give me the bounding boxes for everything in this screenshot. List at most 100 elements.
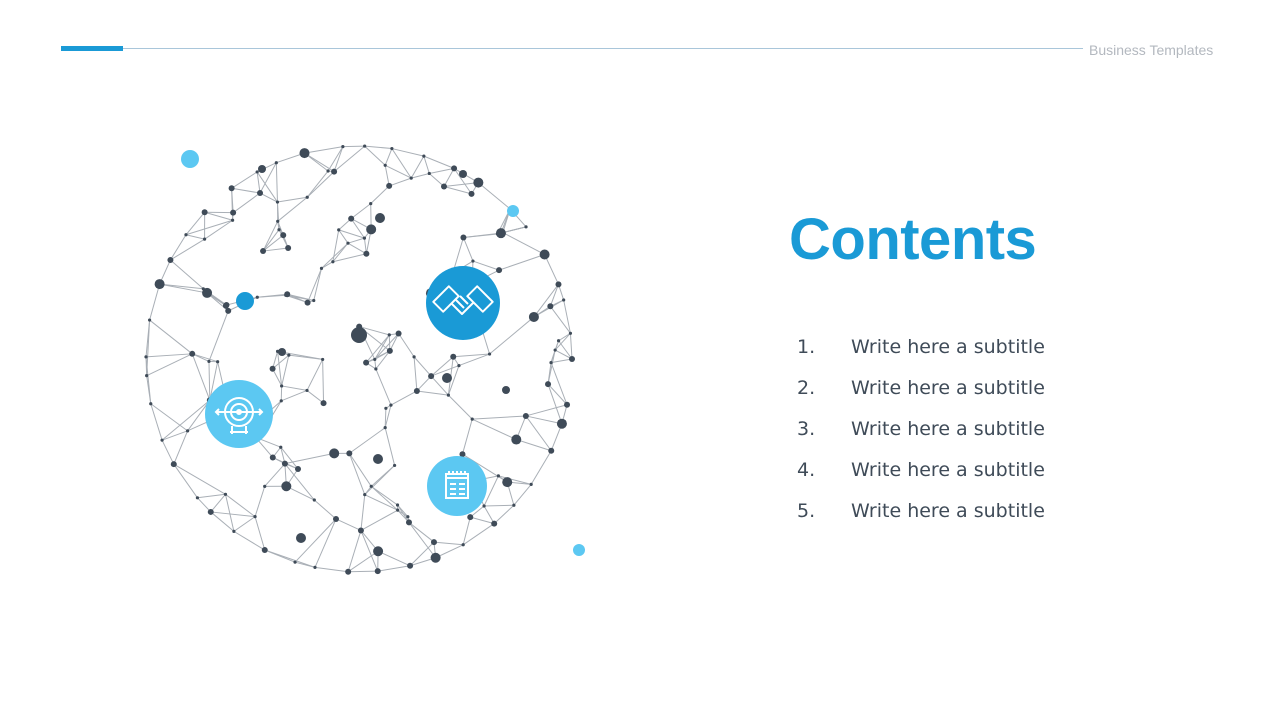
mesh-line	[410, 155, 425, 179]
list-item-number: 3.	[797, 417, 816, 440]
mesh-line	[209, 361, 219, 401]
header-accent-bar	[61, 46, 123, 51]
mesh-line	[288, 354, 323, 360]
mesh-node	[528, 311, 539, 322]
mesh-node	[406, 515, 410, 519]
mesh-node	[495, 232, 500, 236]
mesh-node	[409, 176, 413, 180]
mesh-line	[472, 415, 526, 420]
mesh-line	[398, 333, 415, 358]
list-item-text: Write here a subtitle	[851, 499, 1045, 522]
mesh-node	[496, 474, 500, 478]
mesh-node	[373, 357, 377, 362]
mesh-node	[285, 245, 292, 252]
mesh-node	[357, 527, 364, 534]
mesh-line	[287, 293, 308, 304]
mesh-line	[493, 504, 515, 524]
mesh-node	[428, 373, 435, 380]
mesh-line	[502, 232, 545, 255]
mesh-line	[370, 185, 390, 204]
mesh-line	[277, 196, 308, 222]
mesh-line	[347, 530, 362, 572]
mesh-line	[360, 509, 398, 531]
list-item: 5.Write here a subtitle	[797, 490, 1045, 531]
mesh-line	[191, 353, 211, 401]
mesh-line	[256, 171, 261, 194]
mesh-node	[457, 363, 461, 368]
mesh-line	[313, 499, 337, 520]
mesh-line	[435, 544, 464, 559]
mesh-hub-node	[459, 170, 467, 178]
mesh-line	[348, 453, 366, 495]
mesh-node	[333, 515, 340, 522]
mesh-node	[312, 298, 316, 303]
mesh-line	[384, 427, 396, 466]
mesh-line	[231, 187, 261, 194]
mesh-hub-node	[296, 533, 306, 543]
mesh-line	[530, 450, 552, 485]
mesh-line	[333, 145, 365, 172]
mesh-node	[276, 219, 280, 223]
mesh-line	[430, 375, 449, 396]
mesh-line	[370, 485, 399, 511]
mesh-node	[366, 224, 377, 235]
mesh-node	[274, 161, 278, 165]
mesh-line	[462, 453, 508, 483]
mesh-line	[284, 463, 315, 501]
mesh-node	[145, 374, 149, 378]
mesh-node	[305, 388, 309, 393]
list-item-number: 2.	[797, 376, 816, 399]
mesh-node	[362, 236, 367, 240]
mesh-node	[556, 418, 567, 429]
mesh-node	[257, 190, 264, 197]
mesh-line	[272, 351, 279, 369]
mesh-node	[184, 233, 188, 237]
mesh-node	[562, 298, 566, 302]
mesh-line	[462, 237, 474, 262]
page-title: Contents	[789, 207, 1037, 272]
mesh-line	[413, 356, 432, 377]
mesh-node	[228, 185, 235, 192]
mesh-node	[502, 477, 513, 488]
mesh-node	[281, 481, 292, 492]
mesh-node	[160, 438, 164, 442]
mesh-line	[262, 234, 284, 252]
mesh-line	[416, 390, 449, 396]
mesh-line	[281, 355, 290, 387]
mesh-line	[389, 333, 400, 352]
mesh-line	[377, 550, 411, 567]
mesh-node	[501, 230, 505, 235]
mesh-line	[173, 463, 226, 495]
mesh-node	[281, 460, 288, 467]
mesh-node	[154, 279, 165, 290]
mesh-node	[568, 331, 573, 335]
mesh-node	[461, 543, 465, 547]
mesh-line	[348, 453, 372, 487]
mesh-node	[555, 281, 562, 288]
mesh-line	[225, 493, 256, 518]
mesh-line	[170, 259, 204, 290]
mesh-line	[314, 518, 337, 568]
mesh-line	[408, 522, 435, 543]
mesh-hub-node	[373, 454, 383, 464]
mesh-line	[458, 353, 490, 367]
mesh-node	[496, 267, 503, 274]
mesh-line	[272, 368, 283, 387]
mesh-node	[284, 291, 291, 298]
mesh-line	[347, 237, 365, 244]
mesh-node	[524, 225, 528, 229]
mesh-line	[533, 284, 559, 318]
mesh-line	[149, 319, 193, 355]
mesh-line	[192, 353, 218, 363]
mesh-line	[262, 221, 279, 252]
mesh-node	[269, 365, 276, 372]
mesh-node	[386, 347, 393, 354]
mesh-line	[409, 541, 435, 567]
mesh-node	[374, 568, 381, 575]
mesh-node	[495, 228, 506, 239]
mesh-line	[384, 148, 393, 166]
mesh-line	[173, 463, 198, 499]
mesh-hub-node	[502, 386, 510, 394]
mesh-node	[279, 445, 283, 449]
mesh-node	[383, 426, 387, 430]
